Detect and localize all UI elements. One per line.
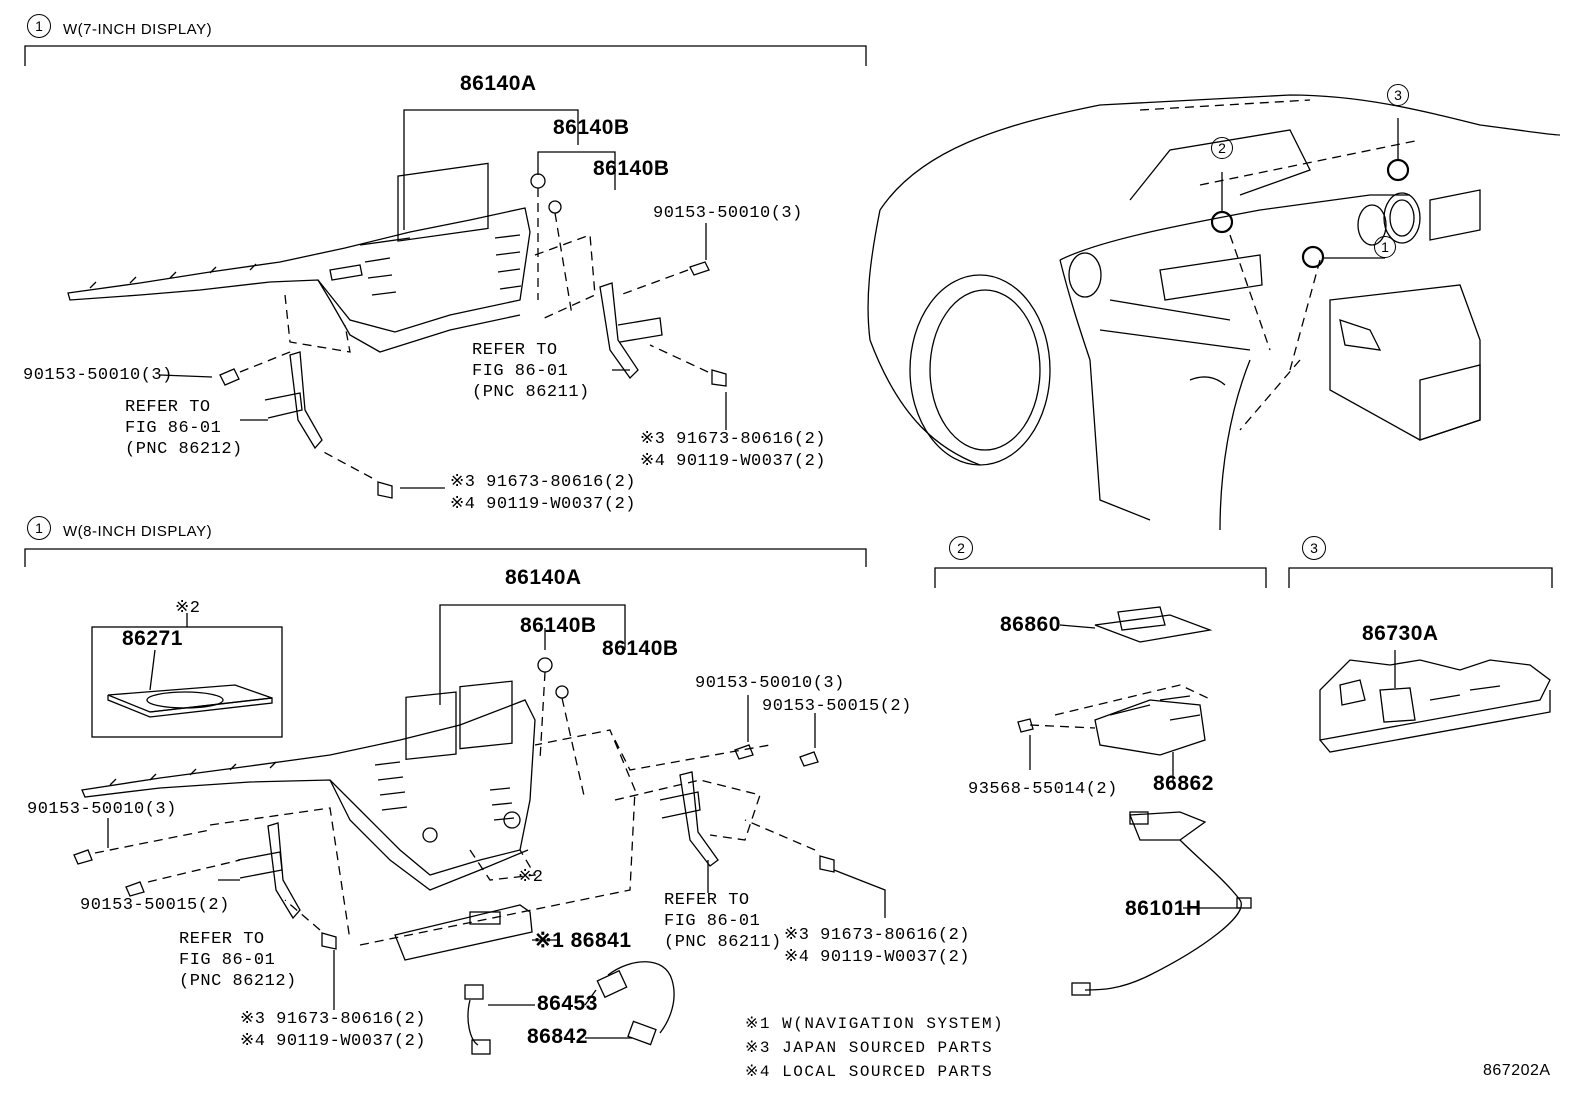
refer-line: REFER TO (125, 398, 211, 417)
label-inner-mark: ※2 (518, 868, 544, 887)
label-86140B-8-a: 86140B (520, 614, 597, 637)
bezel-7inch (67, 162, 531, 353)
note-line: ※3 JAPAN SOURCED PARTS (745, 1039, 994, 1057)
section-title-7inch: W(7-INCH DISPLAY) (63, 21, 213, 38)
section-brackets (24, 45, 1553, 588)
refer-left-7: REFER TO FIG 86-01 (PNC 86212) (125, 397, 243, 460)
label-screw-a-8: 90153-50010(3) (695, 674, 845, 693)
label-86140B-7-a: 86140B (553, 116, 630, 139)
label-screw-b-8: 90153-50015(2) (762, 697, 912, 716)
screw-list-right-8: ※3 91673-80616(2) ※4 90119-W0037(2) (784, 925, 970, 969)
refer-line: (PNC 86212) (125, 440, 243, 459)
vehicle-marker-1: 1 (1374, 236, 1396, 258)
vehicle-marker-3: 3 (1387, 84, 1409, 106)
screw-line: ※4 90119-W0037(2) (450, 495, 636, 514)
section3-parts (1319, 650, 1551, 753)
screw-list-bottom-7: ※3 91673-80616(2) ※4 90119-W0037(2) (450, 472, 636, 516)
leader-lines-7 (159, 109, 727, 499)
label-screw-left-7: 90153-50010(3) (23, 366, 173, 385)
refer-line: REFER TO (472, 341, 558, 360)
screw-list-bottom-8: ※3 91673-80616(2) ※4 90119-W0037(2) (240, 1009, 426, 1053)
refer-line: FIG 86-01 (125, 419, 222, 438)
refer-right-8: REFER TO FIG 86-01 (PNC 86211) (664, 890, 782, 953)
screw-list-right-7: ※3 91673-80616(2) ※4 90119-W0037(2) (640, 429, 826, 473)
section-marker-3: 3 (1302, 536, 1326, 560)
bracket-left-8 (218, 822, 301, 920)
screw-line: ※3 91673-80616(2) (784, 926, 970, 945)
section-marker-7inch: 1 (27, 14, 51, 38)
label-86841: ※1 86841 (534, 929, 632, 952)
refer-line: (PNC 86211) (664, 933, 782, 952)
refer-line: (PNC 86211) (472, 383, 590, 402)
screw-line: ※3 91673-80616(2) (450, 473, 636, 492)
notes-legend: ※1 W(NAVIGATION SYSTEM) ※3 JAPAN SOURCED… (745, 1012, 1004, 1084)
refer-left-8: REFER TO FIG 86-01 (PNC 86212) (179, 929, 297, 992)
label-86140A-7: 86140A (460, 72, 537, 95)
section-marker-2: 2 (949, 536, 973, 560)
cable-86453 (464, 961, 675, 1055)
refer-right-7: REFER TO FIG 86-01 (PNC 86211) (472, 340, 590, 403)
label-86862: 86862 (1153, 772, 1214, 795)
label-screw-top-7: 90153-50010(3) (653, 204, 803, 223)
label-86271: 86271 (122, 627, 183, 650)
section-title-8inch: W(8-INCH DISPLAY) (63, 523, 213, 540)
refer-line: REFER TO (664, 891, 750, 910)
leader-lines-8 (73, 604, 886, 1010)
label-86860: 86860 (1000, 613, 1061, 636)
label-86140B-7-b: 86140B (593, 157, 670, 180)
refer-line: FIG 86-01 (179, 951, 276, 970)
screw-line: ※4 90119-W0037(2) (240, 1032, 426, 1051)
label-86730A: 86730A (1362, 622, 1439, 645)
bracket-left-7 (240, 351, 323, 450)
screw-line: ※4 90119-W0037(2) (640, 452, 826, 471)
section2-parts (1017, 606, 1252, 996)
figure-code: 867202A (1483, 1062, 1551, 1079)
refer-line: FIG 86-01 (664, 912, 761, 931)
note-line: ※1 W(NAVIGATION SYSTEM) (745, 1015, 1005, 1033)
bezel-8inch (81, 680, 536, 891)
bracket-right-8 (659, 771, 719, 867)
refer-line: REFER TO (179, 930, 265, 949)
box-86271 (91, 613, 283, 738)
screw-line: ※3 91673-80616(2) (640, 430, 826, 449)
label-86453: 86453 (537, 992, 598, 1015)
screw-line: ※4 90119-W0037(2) (784, 948, 970, 967)
label-screw-left-b-8: 90153-50015(2) (80, 896, 230, 915)
screw-line: ※3 91673-80616(2) (240, 1010, 426, 1029)
label-86140B-8-b: 86140B (602, 637, 679, 660)
section-marker-8inch: 1 (27, 516, 51, 540)
vehicle-marker-2: 2 (1211, 137, 1233, 159)
refer-line: FIG 86-01 (472, 362, 569, 381)
label-86101H: 86101H (1125, 897, 1202, 920)
note-line: ※4 LOCAL SOURCED PARTS (745, 1063, 994, 1081)
refer-line: (PNC 86212) (179, 972, 297, 991)
vehicle-interior (867, 94, 1561, 531)
label-86140A-8: 86140A (505, 566, 582, 589)
bracket-right-7 (599, 282, 663, 380)
label-86842: 86842 (527, 1025, 588, 1048)
label-screw-93568: 93568-55014(2) (968, 780, 1118, 799)
label-box-mark: ※2 (175, 599, 201, 618)
nav-unit-86841 (394, 904, 560, 961)
label-screw-left-a-8: 90153-50010(3) (27, 800, 177, 819)
